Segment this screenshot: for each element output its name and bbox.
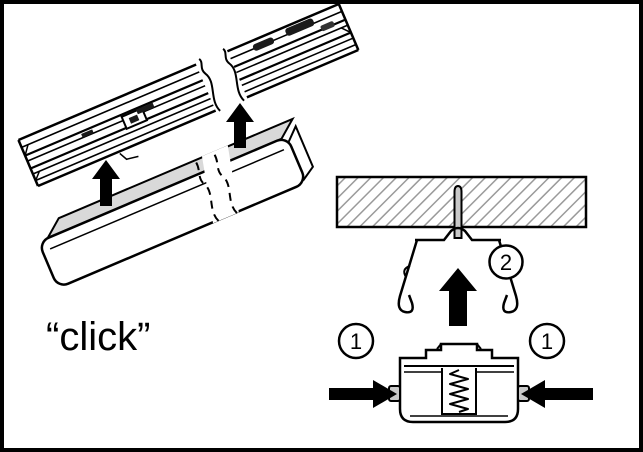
clip-top-plate xyxy=(415,226,501,242)
press-arrow-left-icon xyxy=(329,380,397,408)
press-arrow-right-icon xyxy=(521,380,593,408)
rail-edge-line xyxy=(17,2,340,142)
step-badge-2: 2 xyxy=(488,244,524,280)
rail-end-profile-right xyxy=(341,27,352,34)
rail-end-cap-left xyxy=(17,139,40,187)
rail-break-wavy-line xyxy=(222,47,245,102)
rail-end-cap-right xyxy=(337,3,360,51)
step-badge-number: 2 xyxy=(500,250,512,275)
rail-edge-line xyxy=(27,24,349,162)
up-arrow-icon xyxy=(226,103,254,148)
clip-right-leg xyxy=(497,239,519,314)
step-badge-circle xyxy=(488,244,524,280)
rail-edge-line xyxy=(37,48,359,188)
retention-spring xyxy=(449,369,469,413)
rail-edge-line xyxy=(24,18,346,157)
rail-wiring-detail xyxy=(81,129,94,138)
step-badge-number: 1 xyxy=(541,329,553,354)
rail-clamp-slot xyxy=(128,114,140,124)
rail-wiring-detail xyxy=(135,102,155,115)
luminaire-cross-section xyxy=(388,342,530,424)
step-badge-number: 1 xyxy=(350,329,362,354)
fixing-pin xyxy=(453,184,463,239)
step-badge-circle xyxy=(528,322,566,360)
rail-edge-line xyxy=(30,31,352,170)
rail-slot-detail xyxy=(320,21,335,32)
module-break-dashed-line xyxy=(212,152,238,214)
light-module-front-face xyxy=(40,138,305,286)
up-arrow-large-icon xyxy=(439,268,477,326)
up-arrow-icon xyxy=(92,160,120,206)
rail-slot-detail xyxy=(285,18,315,36)
rail-break-gap xyxy=(194,48,249,114)
rail-edge-line xyxy=(35,43,357,182)
luminaire-body-outline xyxy=(398,342,520,424)
click-label: “click” xyxy=(46,315,150,359)
clip-left-catch xyxy=(403,265,411,278)
step-badge-1-right: 1 xyxy=(528,322,566,360)
clip-left-leg xyxy=(397,239,419,314)
step-badge-1-left: 1 xyxy=(337,322,375,360)
rail-hook-detail xyxy=(119,152,139,161)
rail-break-wavy-line xyxy=(198,58,221,112)
luminaire-hooks xyxy=(436,343,482,350)
light-module-lip-line xyxy=(49,149,285,250)
light-module xyxy=(40,116,315,286)
rail-end-profile-left xyxy=(24,144,41,181)
spring-cavity xyxy=(441,368,477,415)
trunking-rail xyxy=(17,2,360,188)
rail-slot-detail xyxy=(252,37,275,51)
step-badge-circle xyxy=(337,322,375,360)
rail-edge-line xyxy=(32,37,354,175)
module-break-dashed-line xyxy=(194,160,220,222)
